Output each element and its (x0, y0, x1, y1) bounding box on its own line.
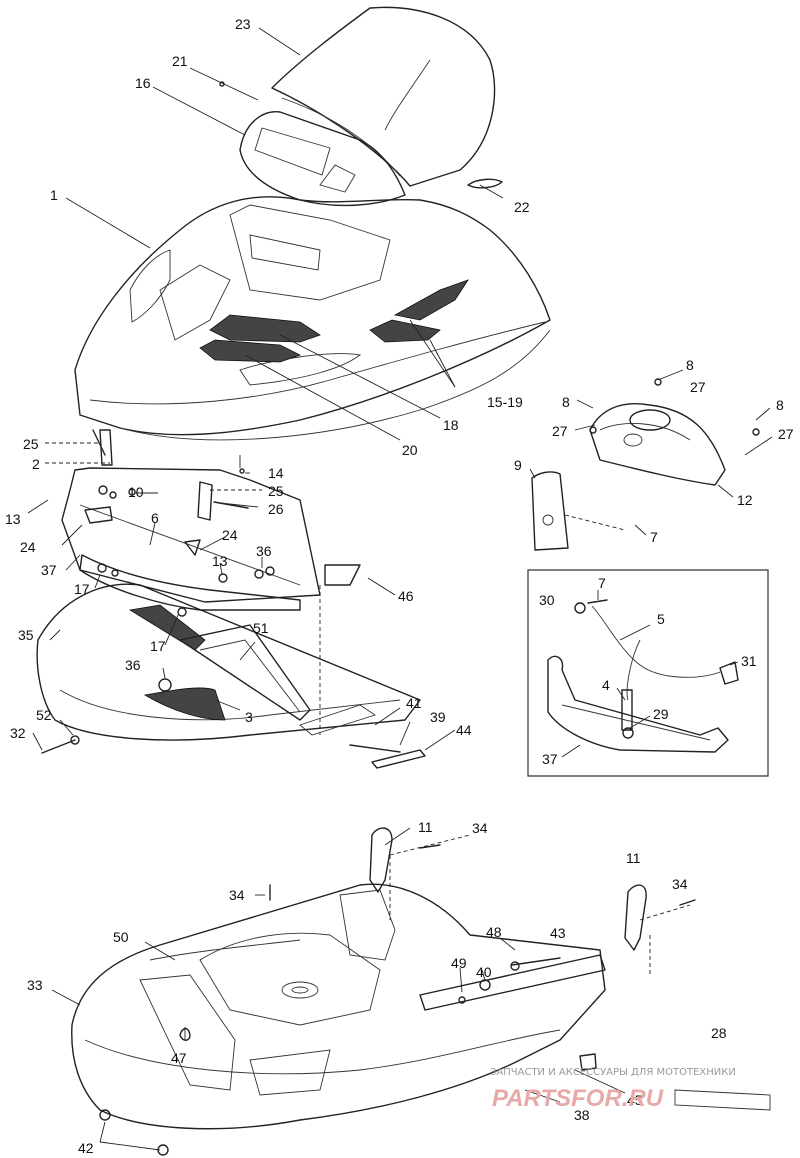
callout-37b: 37 (542, 751, 558, 767)
callout-43: 43 (550, 925, 566, 941)
callout-27c: 27 (778, 426, 794, 442)
callout-24a: 24 (20, 539, 36, 555)
callout-48: 48 (486, 924, 502, 940)
callout-41: 41 (406, 695, 422, 711)
callout-1: 1 (50, 187, 58, 203)
callout-3: 3 (245, 709, 253, 725)
callout-42: 42 (78, 1140, 94, 1156)
callout-39: 39 (430, 709, 446, 725)
callout-11a: 11 (418, 819, 433, 835)
windshield (271, 6, 496, 187)
callout-37a: 37 (41, 562, 57, 578)
bottom-pan (71, 883, 771, 1156)
callout-29: 29 (653, 706, 669, 722)
callout-27a: 27 (690, 379, 706, 395)
console-cover (239, 111, 406, 207)
callout-7b: 7 (598, 575, 606, 591)
callout-31: 31 (741, 653, 757, 669)
front-bumper-assembly (36, 467, 421, 741)
callout-2: 2 (32, 456, 40, 472)
watermark-brand: PARTSFOR.RU (492, 1085, 664, 1112)
callout-20: 20 (402, 442, 418, 458)
callout-6: 6 (151, 510, 159, 526)
callout-51: 51 (253, 620, 269, 636)
callout-47: 47 (171, 1050, 187, 1066)
callout-25b: 25 (268, 483, 284, 499)
callout-5: 5 (657, 611, 665, 627)
callout-45: 45 (627, 1092, 643, 1108)
side-panel-assembly (531, 378, 760, 551)
callout-labels: 1 2 3 4 5 6 7 7 8 8 8 9 10 11 11 12 13 1… (5, 16, 794, 1156)
callout-23: 23 (235, 16, 251, 32)
inset-box (527, 569, 769, 777)
callout-4: 4 (602, 677, 610, 693)
callout-17b: 17 (150, 638, 166, 654)
callout-13a: 13 (5, 511, 21, 527)
callout-9: 9 (514, 457, 522, 473)
callout-15-19: 15-19 (487, 394, 523, 410)
callout-13b: 13 (212, 553, 228, 569)
bumper-hardware (41, 429, 426, 769)
callout-33: 33 (27, 977, 43, 993)
hood (74, 196, 551, 441)
callout-36a: 36 (256, 543, 272, 559)
callout-11b: 11 (626, 850, 641, 866)
callout-14: 14 (268, 465, 284, 481)
callout-34c: 34 (672, 876, 688, 892)
callout-18: 18 (443, 417, 459, 433)
callout-32: 32 (10, 725, 26, 741)
hinge-brackets (369, 827, 696, 951)
callout-28: 28 (711, 1025, 727, 1041)
callout-7a: 7 (650, 529, 658, 545)
callout-34b: 34 (229, 887, 245, 903)
watermark: ЗАПЧАСТИ И АКСЕССУАРЫ ДЛЯ МОТОТЕХНИКИ PA… (490, 1067, 736, 1112)
callout-8a: 8 (686, 357, 694, 373)
callout-16: 16 (135, 75, 151, 91)
callout-8c: 8 (776, 397, 784, 413)
callout-27b: 27 (552, 423, 568, 439)
callout-44: 44 (456, 722, 472, 738)
callout-40: 40 (476, 964, 492, 980)
callout-46: 46 (398, 588, 414, 604)
watermark-tagline: ЗАПЧАСТИ И АКСЕССУАРЫ ДЛЯ МОТОТЕХНИКИ (490, 1067, 736, 1078)
callout-49: 49 (451, 955, 467, 971)
callout-10: 10 (128, 484, 144, 500)
callout-12: 12 (737, 492, 753, 508)
callout-21: 21 (172, 53, 188, 69)
callout-52: 52 (36, 707, 52, 723)
callout-38: 38 (574, 1107, 590, 1123)
clip-part (467, 178, 503, 189)
callout-30: 30 (539, 592, 555, 608)
callout-22: 22 (514, 199, 530, 215)
callout-26: 26 (268, 501, 284, 517)
callout-24b: 24 (222, 527, 238, 543)
callout-36b: 36 (125, 657, 141, 673)
callout-25a: 25 (23, 436, 39, 452)
callout-50: 50 (113, 929, 129, 945)
leader-lines (27, 27, 773, 1151)
callout-17a: 17 (74, 581, 90, 597)
callout-34a: 34 (472, 820, 488, 836)
callout-35: 35 (18, 627, 34, 643)
callout-8b: 8 (562, 394, 570, 410)
